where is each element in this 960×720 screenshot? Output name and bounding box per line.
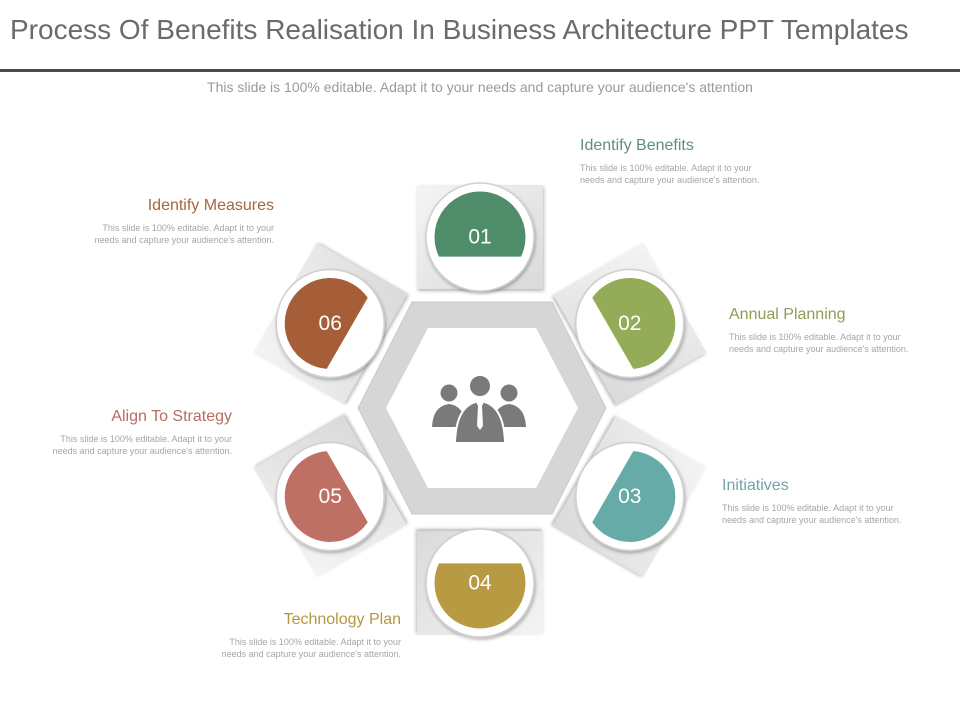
step-05-text: This slide is 100% editable. Adapt it to… [52,434,232,456]
step-02-text: This slide is 100% editable. Adapt it to… [729,332,909,354]
step-05-number: 05 [319,485,342,508]
step-06-number: 06 [319,312,342,335]
step-04-disc [433,562,527,630]
step-06-disc [283,277,369,370]
step-02-label: Annual Planning This slide is 100% edita… [729,305,929,355]
step-03-text: This slide is 100% editable. Adapt it to… [722,503,902,525]
step-04-node: 04 [417,528,543,638]
step-06-node: 06 [253,242,407,405]
step-02-heading: Annual Planning [729,306,846,323]
step-02-node: 02 [553,242,707,405]
business-team-icon [432,374,526,444]
step-01-heading: Identify Benefits [580,137,694,154]
step-05-label: Align To Strategy This slide is 100% edi… [32,407,232,457]
step-01-disc [433,190,527,258]
step-01-node: 01 [417,182,543,292]
step-03-node: 03 [553,415,707,578]
step-05-heading: Align To Strategy [111,408,232,425]
step-01-number: 01 [468,226,491,249]
step-03-heading: Initiatives [722,477,789,494]
step-03-label: Initiatives This slide is 100% editable.… [722,476,922,526]
page-title: Process Of Benefits Realisation In Busin… [10,14,909,45]
step-06-text: This slide is 100% editable. Adapt it to… [94,223,274,245]
title-divider [0,69,960,72]
step-05-disc [283,450,369,543]
step-04-heading: Technology Plan [283,611,401,628]
step-04-label: Technology Plan This slide is 100% edita… [201,610,401,660]
step-03-number: 03 [618,485,641,508]
step-05-node: 05 [253,415,407,578]
step-01-label: Identify Benefits This slide is 100% edi… [580,136,780,186]
page-subtitle: This slide is 100% editable. Adapt it to… [207,79,753,95]
step-03-disc [591,450,677,543]
step-06-heading: Identify Measures [147,197,274,214]
step-04-number: 04 [468,572,492,595]
step-01-text: This slide is 100% editable. Adapt it to… [580,163,760,185]
step-04-text: This slide is 100% editable. Adapt it to… [221,637,401,659]
step-02-number: 02 [618,312,641,335]
step-02-disc [591,277,677,370]
step-06-label: Identify Measures This slide is 100% edi… [74,196,274,246]
